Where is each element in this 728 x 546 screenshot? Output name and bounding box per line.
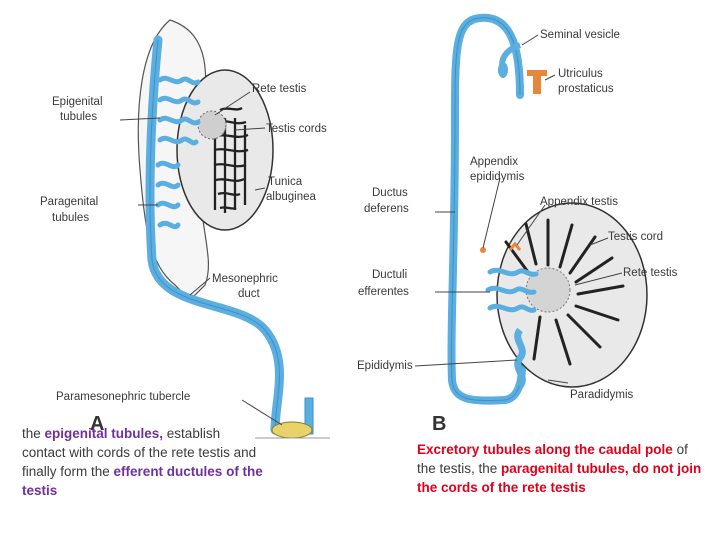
caption-left-highlight-2: efferent ductules of the testis: [22, 464, 263, 498]
label-rete-testis-a: Rete testis: [252, 83, 307, 95]
label-appendix-epididymis-2: epididymis: [470, 171, 525, 183]
label-paramesonephric-tubercle: Paramesonephric tubercle: [56, 391, 190, 403]
panel-a-drawing: Epigenital tubules Rete testis Testis co…: [40, 19, 330, 439]
utriculus-prostaticus: [533, 72, 541, 94]
label-paradidymis: Paradidymis: [570, 389, 634, 401]
label-tunica: Tunica: [268, 176, 303, 188]
label-mesonephric: Mesonephric: [212, 273, 278, 285]
label-tunica-2: albuginea: [266, 191, 316, 203]
panel-b-drawing: Seminal vesicle Utriculus prostaticus Ap…: [357, 13, 678, 435]
label-rete-testis-b: Rete testis: [623, 267, 678, 279]
label-ductus-deferens-2: deferens: [364, 203, 409, 215]
rete-testis-a: [197, 110, 227, 140]
caption-left-text-2: establish contact with cords of the rete…: [22, 426, 257, 479]
epigenital-tubules: [157, 75, 201, 146]
label-paragenital-2: tubules: [52, 212, 89, 224]
pointer-lines-a: [119, 91, 283, 426]
label-seminal-vesicle: Seminal vesicle: [540, 29, 620, 41]
label-ductuli-2: efferentes: [358, 286, 409, 298]
label-mesonephric-2: duct: [238, 288, 261, 300]
caption-right-text-1: of the testis, the: [417, 442, 688, 476]
epididymis: [514, 327, 526, 389]
testis-cords-a: [213, 106, 249, 213]
ductuli-efferentes: [485, 267, 539, 313]
appendix-epididymis: [480, 247, 486, 253]
label-utriculus-2: prostaticus: [558, 83, 614, 95]
label-testis-cord: Testis cord: [608, 231, 663, 243]
testis-b: [496, 202, 648, 388]
label-ductus-deferens: Ductus: [372, 187, 408, 199]
caption-left-highlight-1: epigenital tubules,: [44, 426, 164, 441]
label-ductuli: Ductuli: [372, 269, 407, 281]
label-utriculus: Utriculus: [558, 68, 603, 80]
paramesonephric-tubercle: [271, 421, 313, 439]
label-epigenital-2: tubules: [60, 111, 97, 123]
label-appendix-testis: Appendix testis: [540, 196, 618, 208]
label-appendix-epididymis: Appendix: [470, 156, 518, 168]
label-testis-cords: Testis cords: [266, 123, 327, 135]
label-paragenital: Paragenital: [40, 196, 98, 208]
appendix-testis: [508, 241, 522, 251]
caption-right: Excretory tubules along the caudal pole …: [417, 440, 707, 497]
caption-right-highlight-1: Excretory tubules along the caudal pole: [417, 442, 673, 457]
testis-cords-b: [504, 218, 625, 366]
caption-left-text-1: the: [22, 426, 45, 441]
panel-label-a: A: [90, 413, 104, 435]
caption-left: the epigenital tubules, establish contac…: [22, 424, 267, 500]
pointer-lines-b: [414, 34, 623, 384]
label-epididymis: Epididymis: [357, 360, 413, 372]
label-epigenital: Epigenital: [52, 96, 103, 108]
paragenital-tubules: [155, 160, 181, 230]
panel-label-b: B: [432, 413, 446, 435]
caption-right-highlight-2: paragenital tubules, do not join the cor…: [417, 461, 702, 495]
